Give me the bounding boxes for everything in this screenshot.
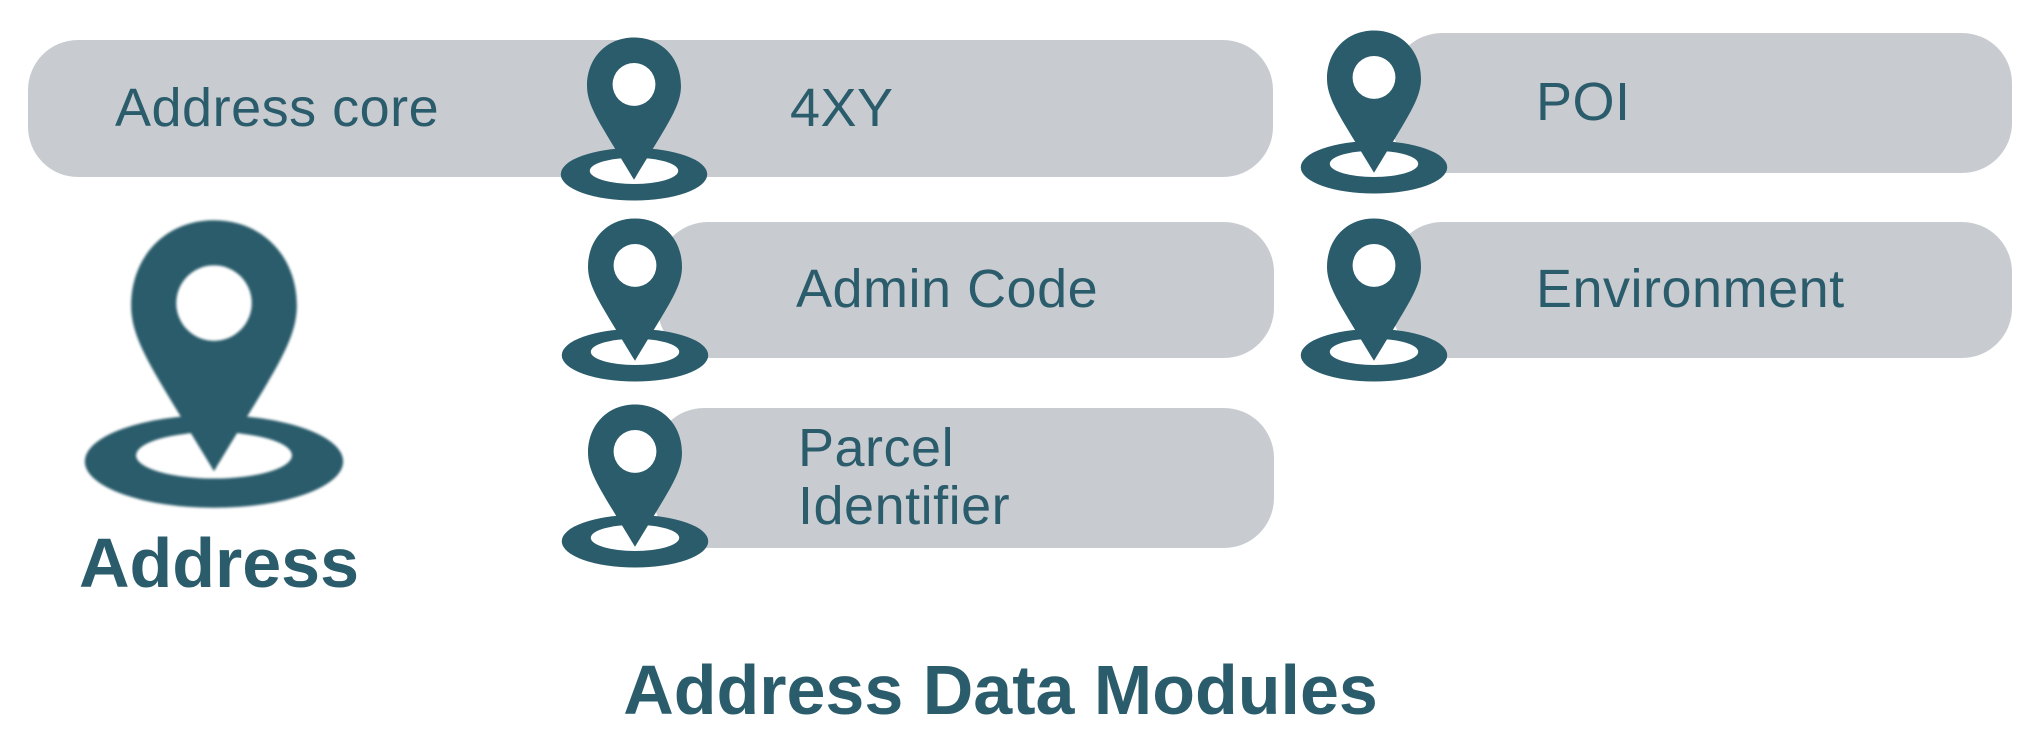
module-label-4xy: 4XY [790, 77, 894, 138]
address-caption: Address [78, 524, 360, 602]
module-label-parcel-identifier: Parcel Identifier [798, 418, 1011, 536]
module-label-poi: POI [1536, 72, 1631, 133]
location-pin-icon [559, 402, 711, 570]
module-pill-poi [1392, 33, 2012, 173]
module-pill-parcel-identifier [654, 408, 1274, 548]
location-pin-icon [1298, 216, 1450, 384]
module-label-environment: Environment [1536, 259, 1845, 320]
module-pill-environment [1392, 222, 2012, 358]
address-location-pin-icon [80, 217, 348, 511]
location-pin-icon [559, 216, 711, 384]
module-label-address-core: Address core [115, 77, 440, 138]
module-label-admin-code: Admin Code [796, 259, 1099, 320]
location-pin-icon [1298, 28, 1450, 196]
module-pill-admin-code [658, 222, 1274, 358]
page-title: Address Data Modules [623, 651, 1378, 729]
location-pin-icon [558, 35, 710, 203]
